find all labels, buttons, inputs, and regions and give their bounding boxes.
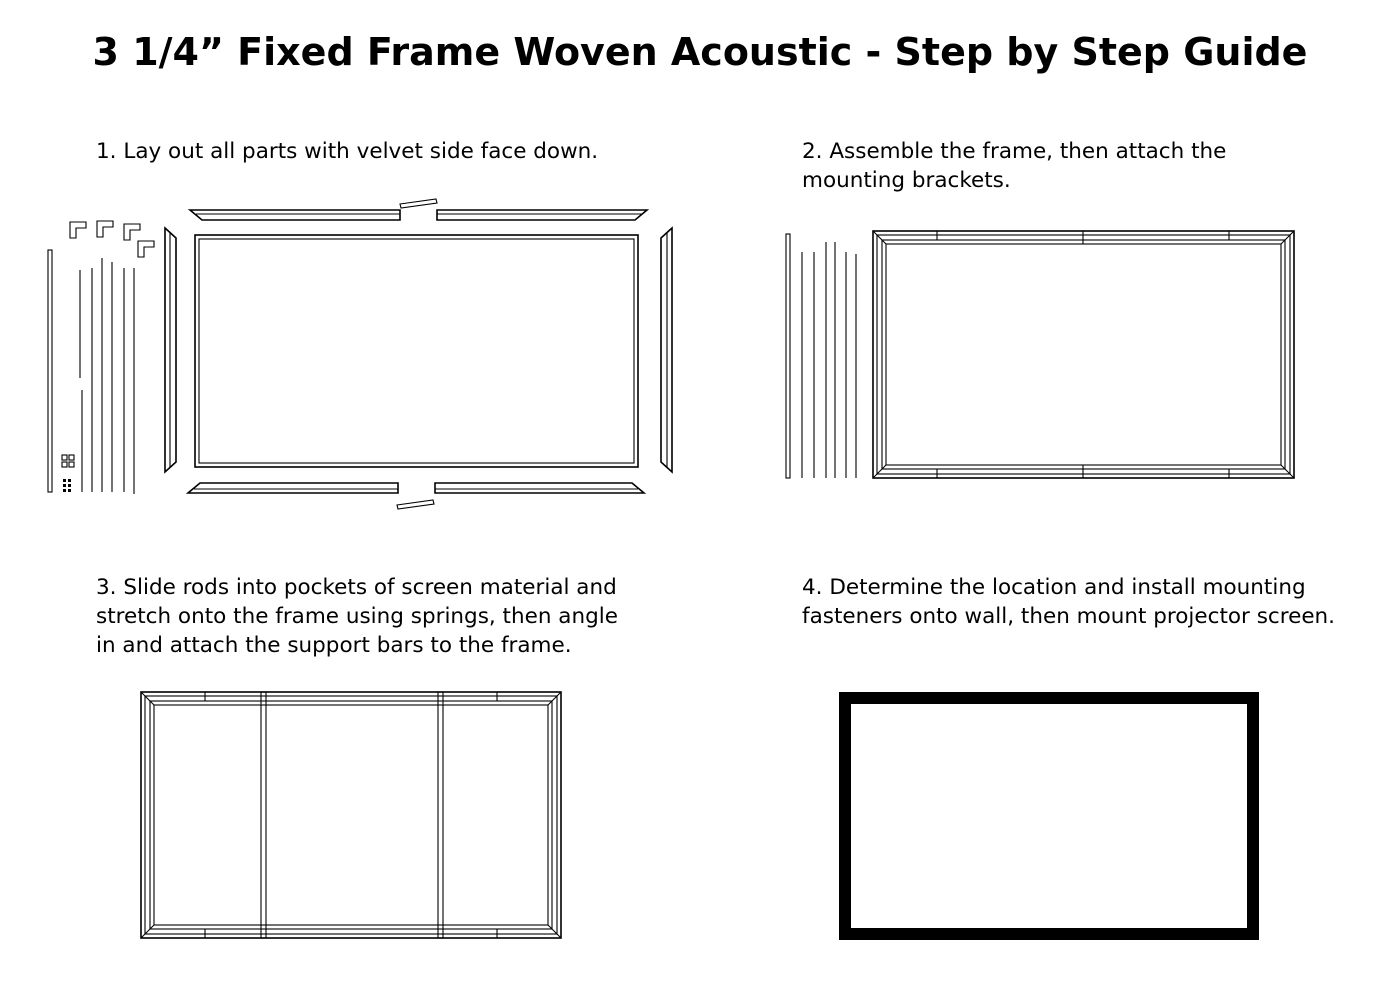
frame-with-screen [140, 691, 562, 939]
step-4-instruction: 4. Determine the location and install mo… [802, 575, 1336, 629]
step-2-instruction: 2. Assemble the frame, then attach the m… [802, 139, 1227, 193]
step-3-instruction: 3. Slide rods into pockets of screen mat… [96, 575, 618, 658]
bottom-frame-pieces [185, 482, 647, 510]
small-hardware [61, 454, 75, 492]
mounting-bracket-rods [785, 233, 857, 479]
loose-rods [47, 249, 135, 494]
step-1-parts-diagram [47, 198, 673, 510]
step-3-support-bars-diagram [140, 691, 562, 939]
side-frame-pieces [164, 226, 673, 474]
assembled-frame [872, 230, 1295, 479]
page-title: 3 1/4” Fixed Frame Woven Acoustic - Step… [92, 30, 1308, 74]
top-frame-pieces [187, 198, 650, 221]
screen-material [194, 234, 639, 468]
step-2-frame-diagram [785, 230, 1295, 479]
support-bars [260, 691, 444, 939]
step-1-instruction: 1. Lay out all parts with velvet side fa… [96, 139, 599, 164]
mounted-screen [839, 692, 1259, 940]
corner-brackets [69, 220, 155, 258]
